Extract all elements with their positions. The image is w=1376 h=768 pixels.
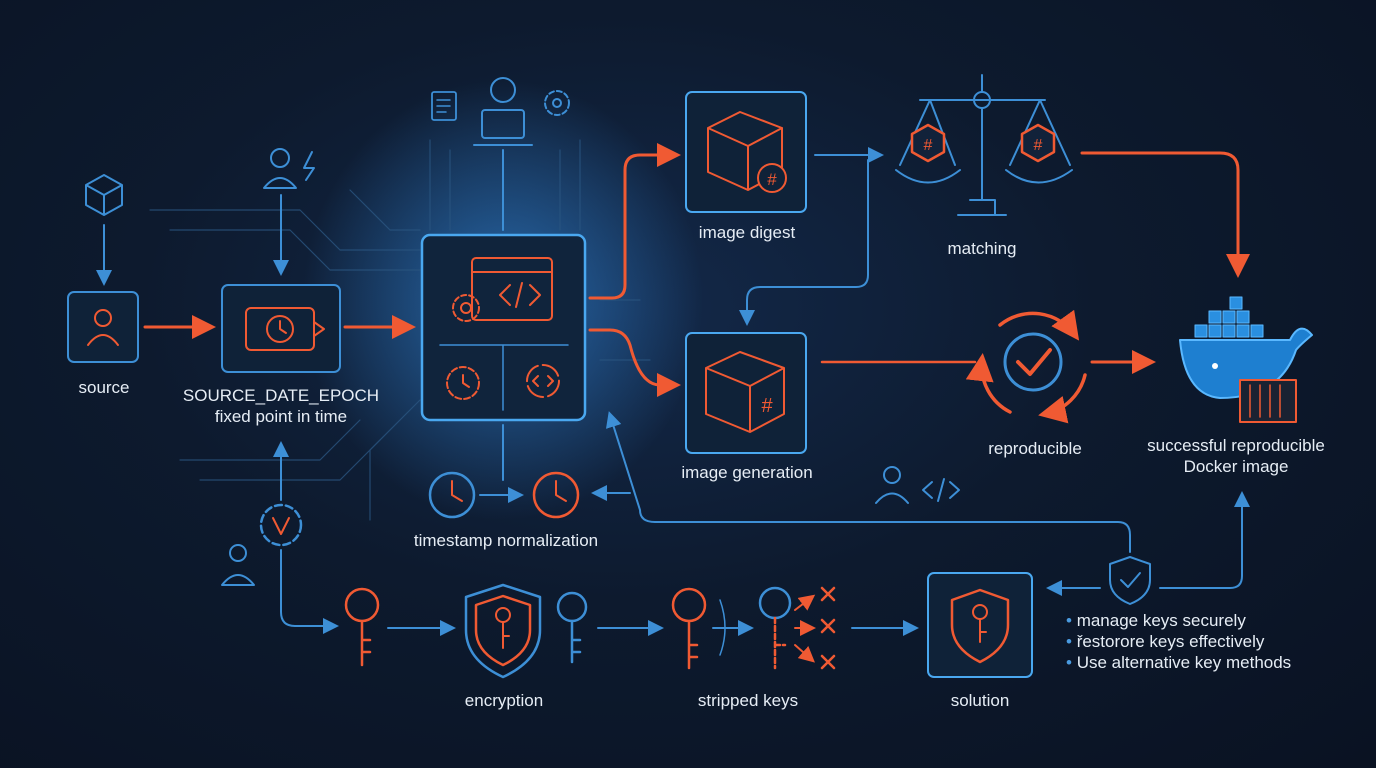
svg-text:#: # — [1034, 137, 1043, 154]
epoch-label-line2: fixed point in time — [214, 407, 348, 426]
clock-icon-orange — [532, 471, 580, 519]
image-generation-label: image generation — [681, 463, 813, 482]
clock-icon-blue — [428, 471, 476, 519]
stripped-key-icon — [758, 586, 792, 670]
check-circle-icon — [1003, 332, 1063, 392]
solution-item: manage keys securely — [1066, 610, 1291, 631]
source-label: source — [78, 378, 130, 397]
gear-icon-left — [259, 503, 303, 547]
reproducible-label: reproducible — [988, 439, 1082, 458]
timestamp-label: timestamp normalization — [413, 531, 599, 550]
key-icon-3 — [671, 587, 707, 670]
solutions-list: manage keys securely řestorore keys effe… — [1066, 610, 1292, 673]
svg-text:#: # — [924, 137, 933, 154]
shield-check-icon — [1109, 556, 1151, 605]
developer-icon — [490, 77, 516, 103]
solution-item: řestorore keys effectively — [1066, 631, 1291, 652]
cube-icon — [85, 174, 123, 216]
circuit-traces — [149, 139, 651, 521]
image-generation-box — [685, 332, 807, 454]
matching-label: matching — [947, 239, 1017, 258]
person-code-icon — [883, 466, 901, 484]
image-digest-box — [685, 91, 807, 213]
encryption-label: encryption — [464, 691, 544, 710]
key-icon-1 — [344, 587, 380, 667]
docker-whale-icon — [1179, 296, 1313, 423]
svg-text:#: # — [767, 170, 777, 189]
solution-label: solution — [950, 691, 1010, 710]
docker-label-line2: Docker image — [1183, 457, 1289, 476]
build-box — [420, 233, 587, 422]
svg-text:#: # — [761, 395, 773, 417]
image-digest-label: image digest — [698, 223, 796, 242]
cross-marks — [794, 586, 836, 670]
person-icon — [270, 148, 290, 168]
gear-icon — [544, 90, 570, 116]
epoch-label-line1: SOURCE_DATE_EPOCH — [182, 386, 380, 405]
shield-key-icon — [464, 583, 542, 679]
person-icon-left — [229, 544, 247, 562]
document-icon — [431, 91, 457, 121]
solution-item: Use alternative key methods — [1066, 652, 1292, 673]
docker-label-line1: successful reproducible — [1147, 436, 1325, 455]
bolt-icon — [303, 151, 315, 181]
stripped-keys-label: stripped keys — [697, 691, 799, 710]
key-icon-2 — [556, 591, 588, 664]
cycle-icon — [965, 309, 1087, 424]
